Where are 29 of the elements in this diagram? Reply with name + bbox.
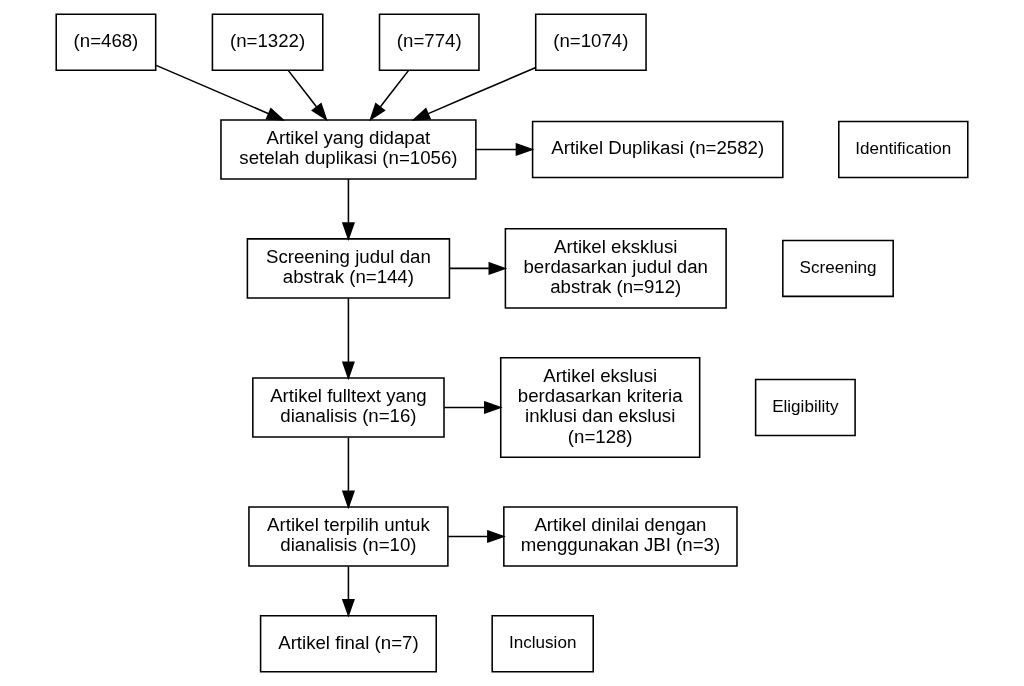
node-box: (n=468): [55, 13, 157, 71]
node-box: Artikel yang didapat setelah duplikasi (n=1056): [220, 119, 477, 180]
node-box: Artikel terpilih untuk dianalisis (n=10): [248, 506, 449, 567]
node-box: (n=1074): [534, 13, 647, 71]
arrow: [341, 436, 355, 510]
node-box: Artikel fulltext yang dianalisis (n=16): [252, 377, 445, 438]
node-box: (n=1322): [211, 13, 324, 71]
arrow: [369, 69, 410, 122]
node-box: Inclusion: [491, 615, 594, 673]
arrow: [447, 529, 506, 544]
node-box: Artikel dinilai dengan menggunakan JBI (n=3): [503, 506, 738, 567]
arrow: [341, 297, 355, 381]
node-box: (n=774): [378, 13, 480, 71]
node-box: Artikel final (n=7): [259, 615, 437, 673]
node-box: Eligibility: [754, 378, 856, 437]
arrow: [341, 178, 355, 241]
node-box: Identification: [838, 120, 969, 179]
arrow: [287, 69, 328, 122]
node-box: Artikel eksklusi berdasarkan judul dan abstrak (n=912): [504, 228, 727, 309]
arrow: [341, 565, 355, 618]
node-box: Artikel ekslusi berdasarkan kriteria inklusi dan ekslusi (n=128): [499, 357, 701, 458]
arrow: [443, 400, 503, 415]
node-box: Screening judul dan abstrak (n=144): [246, 238, 451, 299]
node-box: Screening: [782, 239, 894, 298]
arrow: [155, 64, 286, 121]
arrow: [448, 261, 508, 275]
arrow: [411, 66, 537, 121]
arrow: [475, 142, 535, 157]
node-box: Artikel Duplikasi (n=2582): [531, 120, 784, 179]
